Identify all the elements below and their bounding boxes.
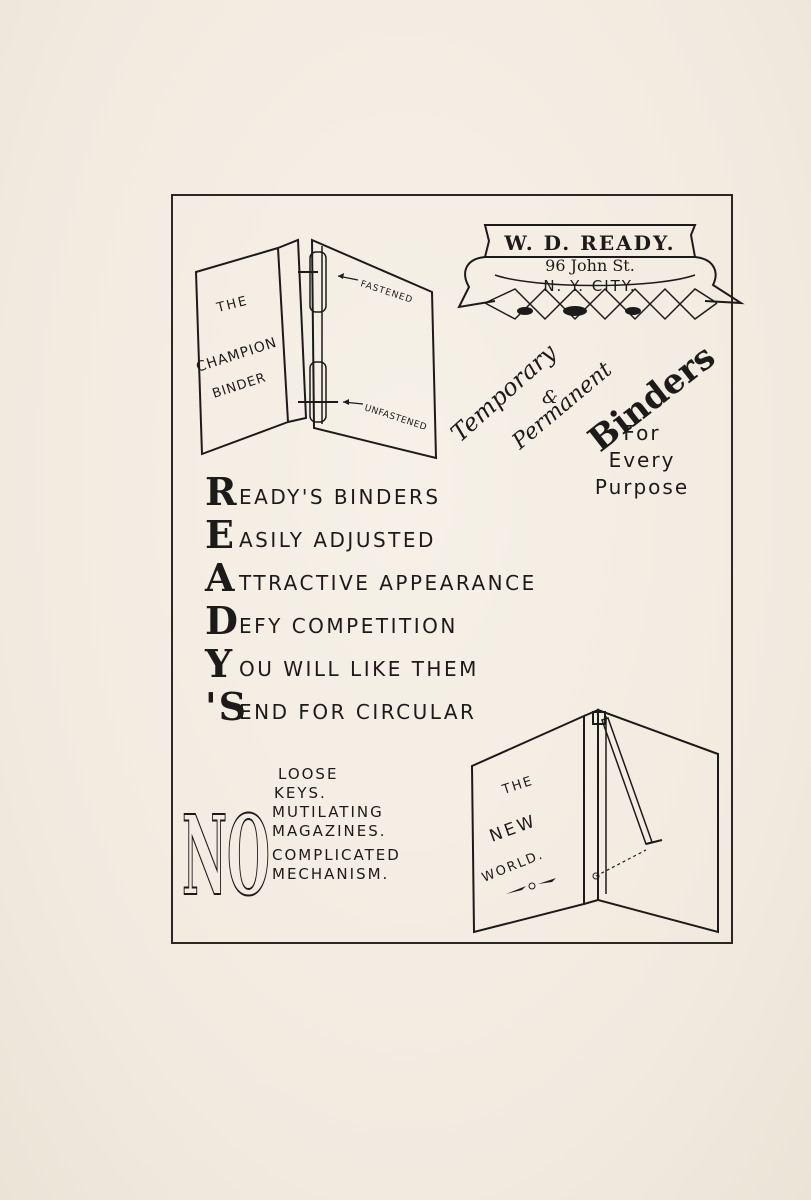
acrostic-line: E ASILY ADJUSTED [205, 512, 436, 557]
acrostic-text: TTRACTIVE APPEARANCE [239, 571, 537, 595]
acrostic-line: D EFY COMPETITION [205, 598, 458, 643]
acrostic-initial: R [205, 469, 239, 514]
no-item: MECHANISM. [272, 865, 390, 883]
no-item: KEYS. [274, 784, 327, 802]
fastened-label: FASTENED [359, 279, 414, 305]
acrostic-initial: D [205, 598, 240, 643]
acrostic-line: 'S END FOR CIRCULAR [205, 684, 477, 729]
champion-binder-illustration: THE CHAMPION BINDER FASTENED UNFASTENED [194, 238, 438, 460]
no-word-text: NO [182, 791, 270, 910]
binders-tagline: Temporary & Permanent Binders [445, 337, 720, 460]
advertisement-frame [171, 194, 733, 944]
new-world-binder-illustration: THE NEW WORLD. [470, 708, 719, 934]
champion-cover-line2: CHAMPION [194, 335, 279, 376]
acrostic-text: EADY'S BINDERS [239, 485, 441, 509]
no-item: COMPLICATED [272, 846, 401, 864]
new-world-line2: NEW [487, 811, 540, 847]
new-world-line1: THE [500, 774, 536, 798]
champion-cover-line1: THE [214, 294, 250, 317]
champion-cover-line3: BINDER [211, 370, 269, 401]
new-world-line3: WORLD. [480, 847, 546, 885]
no-item: MUTILATING [272, 803, 384, 821]
unfastened-label: UNFASTENED [363, 403, 428, 433]
no-item: LOOSE [278, 765, 339, 783]
acrostic-text: OU WILL LIKE THEM [239, 657, 479, 681]
for-every-purpose: For Every Purpose [572, 420, 712, 501]
no-item: MAGAZINES. [272, 822, 387, 840]
address-banner: W. D. READY. 96 John St. N. Y. CITY. [457, 224, 745, 321]
street-address: 96 John St. [545, 256, 635, 275]
purpose-purpose: Purpose [594, 475, 690, 499]
tagline-ampersand: & [542, 387, 558, 408]
acrostic-text: END FOR CIRCULAR [239, 700, 477, 724]
acrostic-initial: A [205, 555, 237, 600]
advertiser-name: W. D. READY. [503, 231, 675, 255]
acrostic-initial: E [205, 512, 236, 557]
acrostic-line: R EADY'S BINDERS [205, 469, 441, 514]
city-address: N. Y. CITY. [543, 277, 636, 295]
no-items-list: LOOSE KEYS. MUTILATING MAGAZINES. COMPLI… [272, 765, 401, 884]
acrostic-line: A TTRACTIVE APPEARANCE [205, 555, 537, 600]
purpose-for: For [623, 421, 661, 445]
acrostic-initial: 'S [205, 684, 249, 729]
acrostic-text: EFY COMPETITION [239, 614, 458, 638]
no-big-word: NO [181, 790, 271, 910]
acrostic-line: Y OU WILL LIKE THEM [205, 641, 479, 686]
acrostic-text: ASILY ADJUSTED [239, 528, 436, 552]
acrostic-initial: Y [205, 641, 235, 686]
purpose-every: Every [608, 448, 676, 472]
